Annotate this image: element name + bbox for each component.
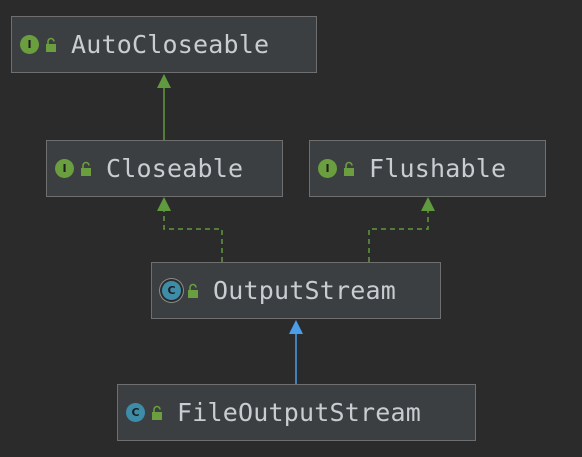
lock-icon <box>81 161 91 176</box>
edge-outputstream-flushable <box>368 210 429 262</box>
node-fileoutputstream[interactable]: C FileOutputStream <box>117 384 476 441</box>
lock-icon <box>152 405 162 420</box>
node-closeable[interactable]: I Closeable <box>46 140 283 197</box>
interface-icon: I <box>55 159 74 178</box>
interface-icon: I <box>20 35 39 54</box>
abstract-class-icon: C <box>162 281 181 300</box>
node-flushable[interactable]: I Flushable <box>309 140 546 197</box>
edge-outputstream-closeable <box>163 210 223 262</box>
interface-icon: I <box>318 159 337 178</box>
lock-icon <box>46 37 56 52</box>
node-label: Closeable <box>106 154 244 183</box>
class-icon: C <box>126 403 145 422</box>
node-label: AutoCloseable <box>71 30 270 59</box>
lock-icon <box>188 283 198 298</box>
lock-icon <box>344 161 354 176</box>
arrowhead-autocloseable <box>157 74 171 88</box>
arrowhead-closeable <box>157 197 171 211</box>
node-label: OutputStream <box>213 276 397 305</box>
node-label: Flushable <box>369 154 507 183</box>
node-outputstream[interactable]: C OutputStream <box>151 262 441 319</box>
arrowhead-flushable <box>421 197 435 211</box>
node-label: FileOutputStream <box>177 398 422 427</box>
node-autocloseable[interactable]: I AutoCloseable <box>11 16 317 73</box>
arrowhead-outputstream <box>289 320 303 334</box>
